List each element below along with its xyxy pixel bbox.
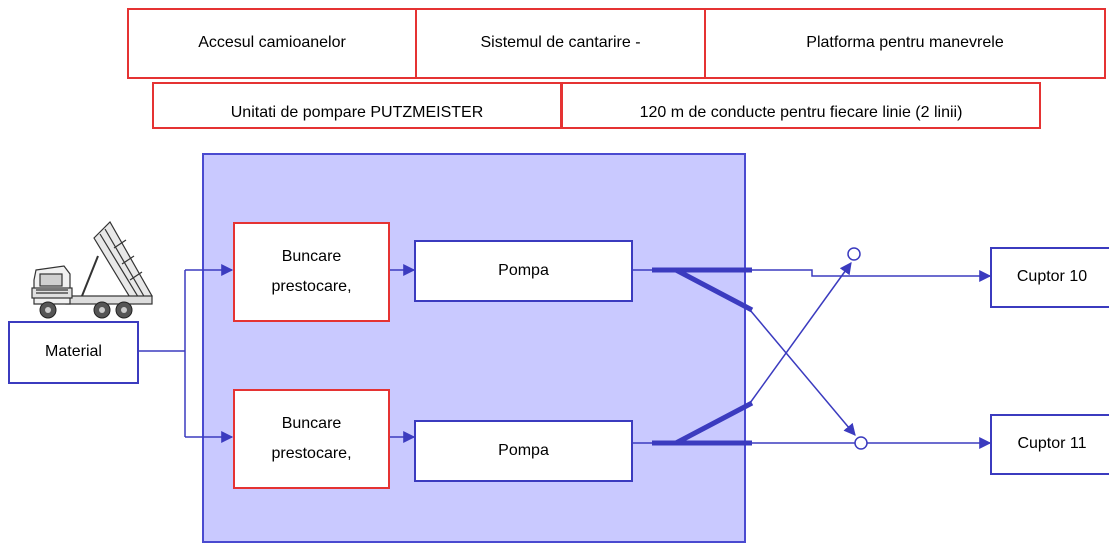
truck-access-label: Accesul camioanelor: [198, 34, 346, 52]
hopper-label-2: Buncare prestocare,: [271, 414, 352, 462]
diverter-1-branch: [674, 267, 754, 313]
material-label: Material: [45, 343, 102, 361]
maneuver-platform-box: Platforma pentru manevrele: [704, 8, 1106, 79]
pump-box-2: Pompa: [414, 420, 633, 482]
maneuver-platform-label: Platforma pentru manevrele: [806, 34, 1004, 52]
diverter-2-branch: [674, 400, 754, 446]
pump-label-1: Pompa: [498, 261, 549, 279]
hopper-box-1: Buncare prestocare,: [233, 222, 390, 322]
cross-line-to-upper-valve: [749, 262, 852, 404]
kiln-label-11: Cuptor 11: [1017, 435, 1087, 453]
pumping-units-box: Unitati de pompare PUTZMEISTER: [152, 82, 562, 129]
hopper-label-1: Buncare prestocare,: [271, 247, 352, 295]
cross-line-to-lower-valve: [749, 309, 856, 436]
dump-truck-icon: [31, 221, 153, 319]
valve-lower-icon: [854, 436, 868, 450]
kiln-label-10: Cuptor 10: [1016, 268, 1088, 286]
pipelines-label: 120 m de conducte pentru fiecare linie (…: [639, 104, 963, 121]
truck-access-box: Accesul camioanelor: [127, 8, 417, 79]
line-to-kiln-10: [750, 269, 992, 282]
pump-label-2: Pompa: [498, 441, 549, 459]
flow-lines: [138, 247, 992, 450]
pipelines-box: 120 m de conducte pentru fiecare linie (…: [561, 82, 1041, 129]
kiln-box-11: Cuptor 11: [990, 414, 1109, 475]
hopper-box-2: Buncare prestocare,: [233, 389, 390, 489]
weighing-system-label: Sistemul de cantarire -: [480, 34, 641, 52]
pumping-units-label: Unitati de pompare PUTZMEISTER: [230, 104, 484, 121]
material-box: Material: [8, 321, 139, 384]
kiln-box-10: Cuptor 10: [990, 247, 1109, 308]
pump-box-1: Pompa: [414, 240, 633, 302]
valve-upper-icon: [847, 247, 861, 261]
